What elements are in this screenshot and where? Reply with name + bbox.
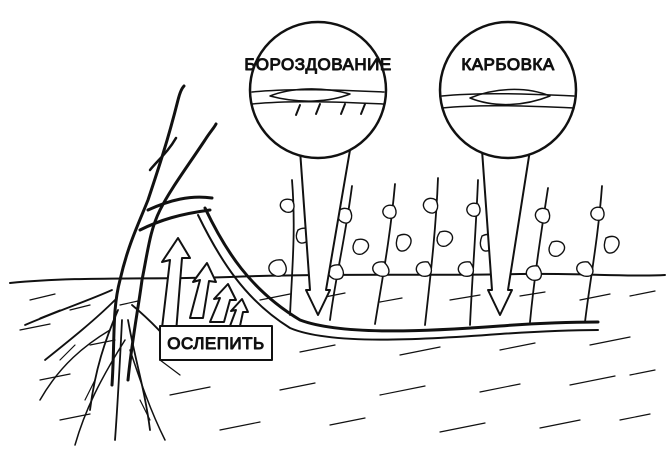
blind-label-box: ОСЛЕПИТЬ [160,326,272,360]
label-carving: КАРБОВКА [461,55,555,74]
label-furrowing: БОРОЗДОВАНИЕ [244,55,391,74]
ground [10,274,665,432]
label-blind: ОСЛЕПИТЬ [167,334,264,353]
detail-callout-furrowing: БОРОЗДОВАНИЕ [244,22,391,315]
